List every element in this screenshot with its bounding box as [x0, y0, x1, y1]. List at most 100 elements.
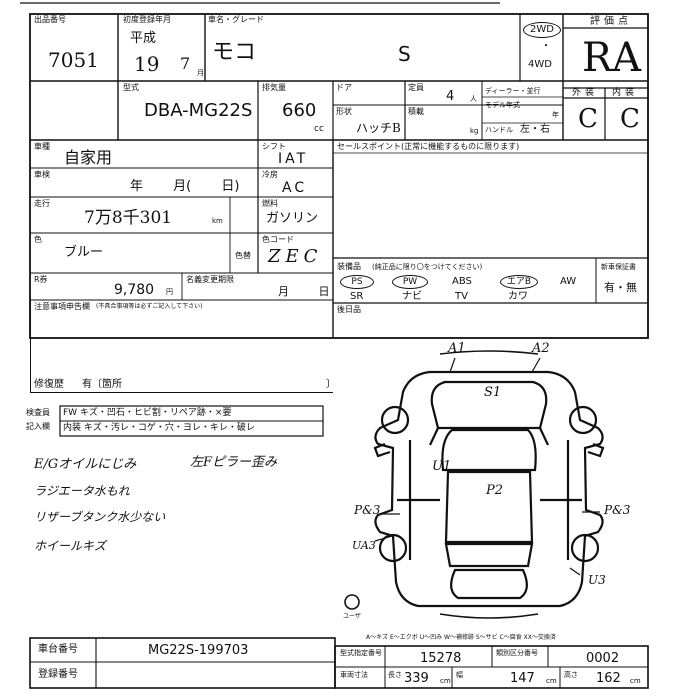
lot-number: 7051 — [48, 48, 99, 72]
inspector-row-1: FW キズ・凹石・ヒビ割・リペア跡・×要 — [63, 408, 232, 418]
usage-value: 自家用 — [64, 148, 113, 167]
eval-label: 評価点 — [590, 16, 632, 27]
recycle-label: R券 — [34, 275, 48, 284]
reg-month: 7 — [180, 54, 191, 73]
notes-sub: (不具合事項等は必ずご記入して下さい) — [96, 303, 203, 310]
category-value: 0002 — [586, 651, 620, 666]
lot-label: 出品番号 — [34, 15, 66, 24]
cc-value: 660 — [282, 100, 317, 121]
drive-4wd: 4WD — [528, 59, 552, 70]
note-3: リザーブタンク水少ない — [34, 510, 166, 524]
model-year-label: モデル年式 — [485, 101, 520, 109]
aircon-value: AC — [282, 180, 308, 196]
inspector-label-2: 記入欄 — [26, 422, 50, 431]
size-label: 車両寸法 — [340, 671, 368, 679]
load-unit: kg — [470, 127, 479, 135]
equip-tv: TV — [455, 291, 468, 302]
aircon-label: 冷房 — [262, 170, 278, 179]
chassis-label: 車台番号 — [38, 644, 78, 655]
category-label: 類別区分番号 — [496, 649, 538, 657]
new-warranty-label: 新車保証書 — [601, 263, 636, 271]
equip-abs: ABS — [452, 276, 472, 287]
equip-aw: AW — [560, 276, 577, 287]
repair-underline — [30, 392, 333, 393]
reg-year: 19 — [134, 52, 160, 76]
mark-a1: A1 — [448, 341, 466, 356]
notes-label: 注意事項申告欄 — [34, 302, 90, 311]
registration-label: 登録番号 — [38, 669, 78, 680]
wheel-icon — [344, 594, 360, 610]
note-1: E/Gオイルにじみ — [34, 457, 137, 472]
height-value: 162 — [596, 671, 621, 686]
cc-label: 排気量 — [262, 83, 286, 92]
dealer-label: ディーラー・並行 — [485, 87, 541, 95]
recycle-value: 9,780 — [114, 282, 155, 298]
type-value: DBA-MG22S — [144, 100, 253, 121]
cc-unit: cc — [314, 124, 324, 134]
model-year-unit: 年 — [552, 111, 559, 119]
capacity-value: 4 — [446, 89, 455, 104]
note-5: 左Fピラー歪み — [190, 455, 278, 470]
mark-a2: A2 — [532, 341, 550, 356]
fuel-value: ガソリン — [266, 211, 319, 226]
color-code-value: ZEC — [268, 246, 323, 267]
load-label: 積載 — [408, 107, 424, 116]
drive-2wd: 2WD — [523, 22, 561, 38]
width-label: 幅 — [456, 671, 463, 679]
rear-seat-label: 後日品 — [337, 305, 361, 314]
model-label: 車名・グレード — [208, 15, 264, 24]
color-change-label: 色替 — [235, 251, 251, 260]
shape-label: 形状 — [336, 107, 352, 116]
mark-p3-left: P&3 — [354, 503, 381, 517]
equip-airbag: エアB — [500, 275, 538, 289]
grade: S — [398, 42, 411, 66]
color-label: 色 — [34, 235, 42, 244]
car-diagram — [373, 350, 605, 619]
ext-grade: C — [578, 104, 598, 134]
owner-change-value: 月 日 — [278, 285, 330, 298]
shift-value: IAT — [278, 151, 309, 167]
mark-u1: U1 — [432, 459, 452, 474]
equip-leather: カワ — [508, 291, 528, 302]
lock-label: ユーザ — [343, 613, 361, 620]
height-label: 高さ — [564, 671, 578, 679]
model-spec-label: 型式指定番号 — [340, 649, 382, 657]
first-reg-label: 初度登録年月 — [123, 15, 171, 24]
length-unit: cm — [440, 677, 451, 685]
note-2: ラジエータ水もれ — [34, 484, 130, 498]
repair-close: 〕 — [326, 379, 336, 390]
capacity-unit: 人 — [470, 95, 477, 103]
car-name: モコ — [212, 40, 257, 65]
equip-navi: ナビ — [402, 291, 422, 302]
repair-left-edge — [30, 300, 31, 392]
mileage-label: 走行 — [34, 199, 50, 208]
equip-ps: PS — [340, 275, 374, 289]
equip-sr: SR — [350, 291, 364, 302]
mark-p3-right: P&3 — [604, 503, 631, 517]
inspection-value: 年 月( 日) — [130, 179, 240, 194]
height-unit: cm — [630, 677, 641, 685]
equipment-sub: (純正品に限り〇をつけてください) — [372, 263, 483, 271]
equipment-label: 装備品 — [337, 262, 361, 271]
type-label: 型式 — [123, 83, 139, 92]
repair-label: 修復歴 — [34, 379, 64, 390]
inspection-label: 車検 — [34, 170, 50, 179]
inspector-row-2: 内装 キズ・汚レ・コゲ・穴・ヨレ・キレ・破レ — [63, 423, 255, 433]
note-4: ホイールキズ — [34, 539, 107, 553]
mark-ua3: UA3 — [352, 539, 376, 552]
fuel-label: 燃料 — [262, 199, 278, 208]
era: 平成 — [130, 31, 157, 46]
color-value: ブルー — [64, 245, 104, 260]
sales-point-label: セールスポイント(正常に機能するものに限ります) — [337, 142, 520, 151]
shift-label: シフト — [262, 142, 286, 151]
mark-s1: S1 — [484, 385, 502, 400]
diagram-legend: A〜キズ E〜エクボ U〜凹み W〜補修跡 S〜サビ C〜腐食 XX〜交換済 — [366, 634, 556, 641]
model-spec-value: 15278 — [420, 651, 462, 666]
owner-change-label: 名義変更期限 — [186, 275, 234, 284]
repair-value: 有〔箇所 — [82, 379, 122, 390]
length-label: 長さ — [388, 671, 402, 679]
inspector-label-1: 検査員 — [26, 408, 50, 417]
int-label: 内装 — [612, 88, 639, 98]
mark-u3: U3 — [588, 573, 606, 587]
